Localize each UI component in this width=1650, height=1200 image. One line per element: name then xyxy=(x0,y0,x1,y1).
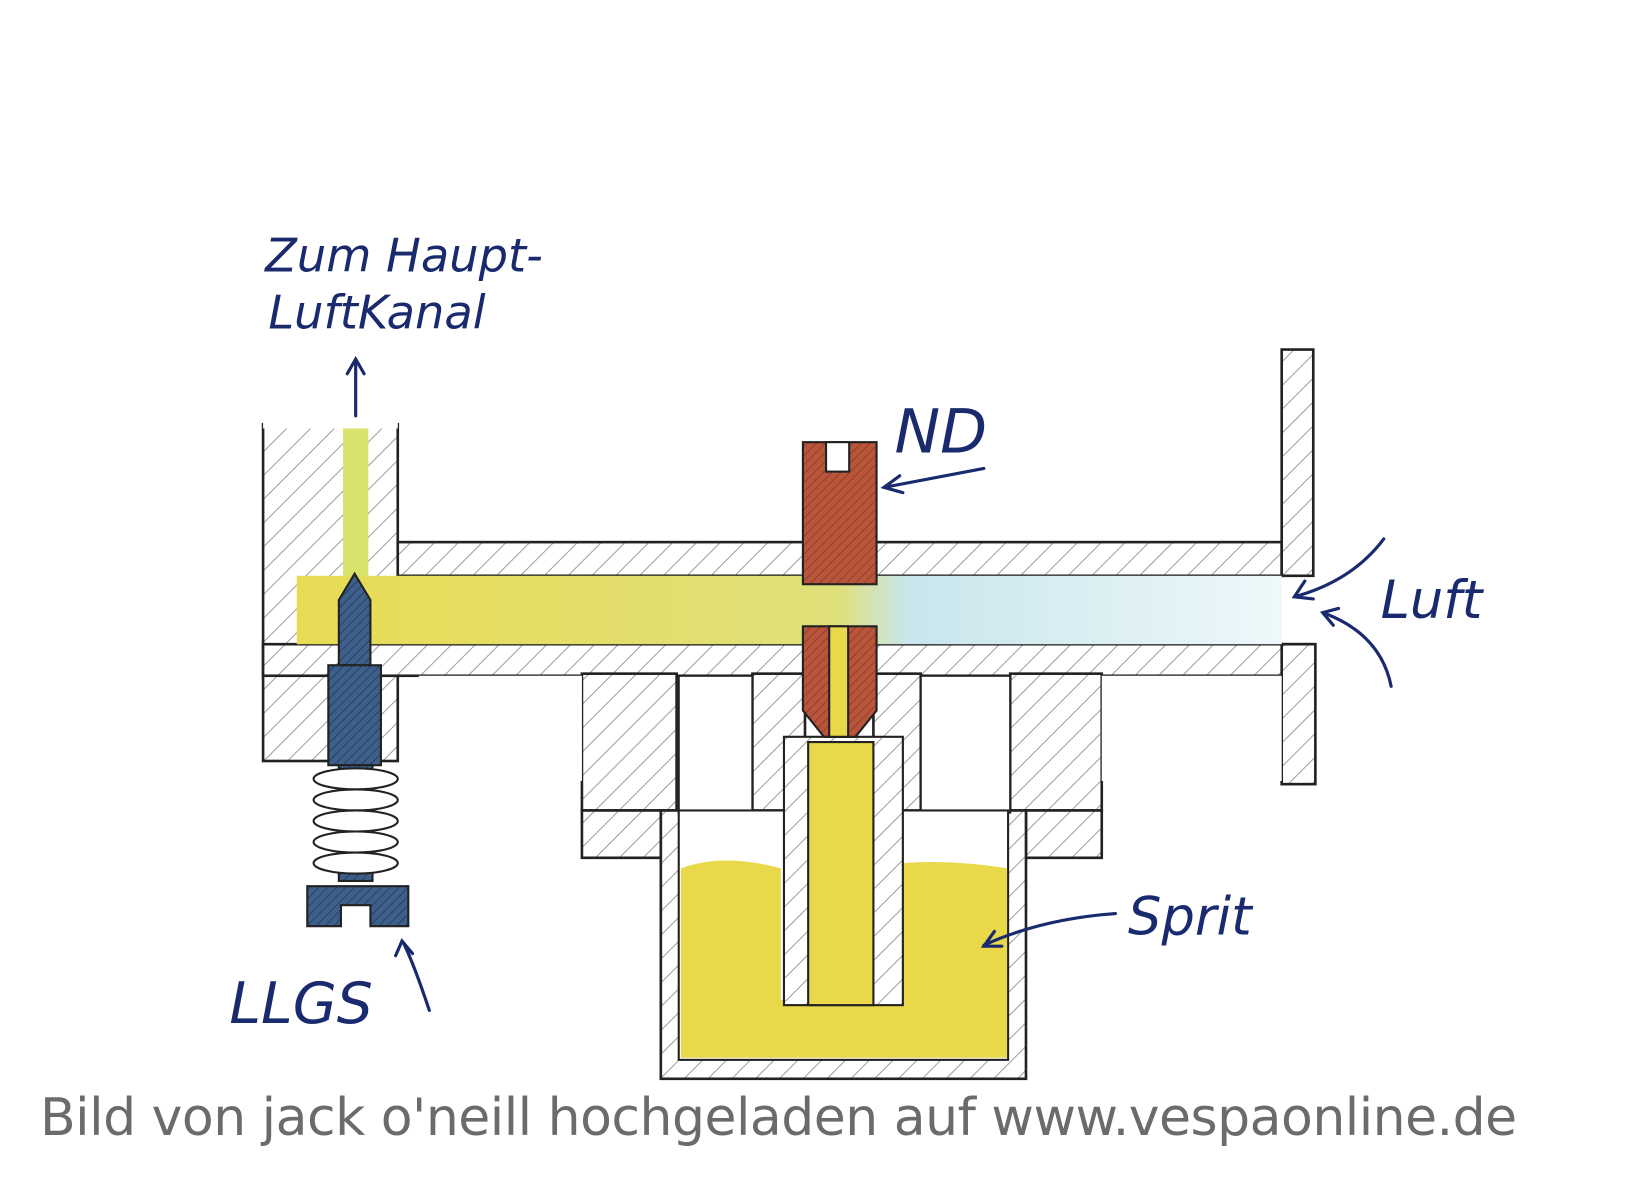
watermark: Bild von jack o'neill hochgeladen auf ww… xyxy=(40,1088,1517,1148)
label-air: Luft xyxy=(1381,570,1485,631)
spring xyxy=(312,767,399,875)
main-jet xyxy=(801,441,878,738)
fuel-level xyxy=(680,860,1008,1058)
idle-mixture-screw xyxy=(306,571,410,928)
air-channel xyxy=(296,575,1282,645)
label-fuel: Sprit xyxy=(1128,887,1254,948)
label-main-jet: ND xyxy=(894,397,987,468)
annotation-arrows xyxy=(345,355,1393,1012)
label-main-air-channel-2: LuftKanal xyxy=(268,286,485,340)
label-idle-screw: LLGS xyxy=(229,971,372,1037)
label-main-air-channel-1: Zum Haupt- xyxy=(263,229,543,283)
